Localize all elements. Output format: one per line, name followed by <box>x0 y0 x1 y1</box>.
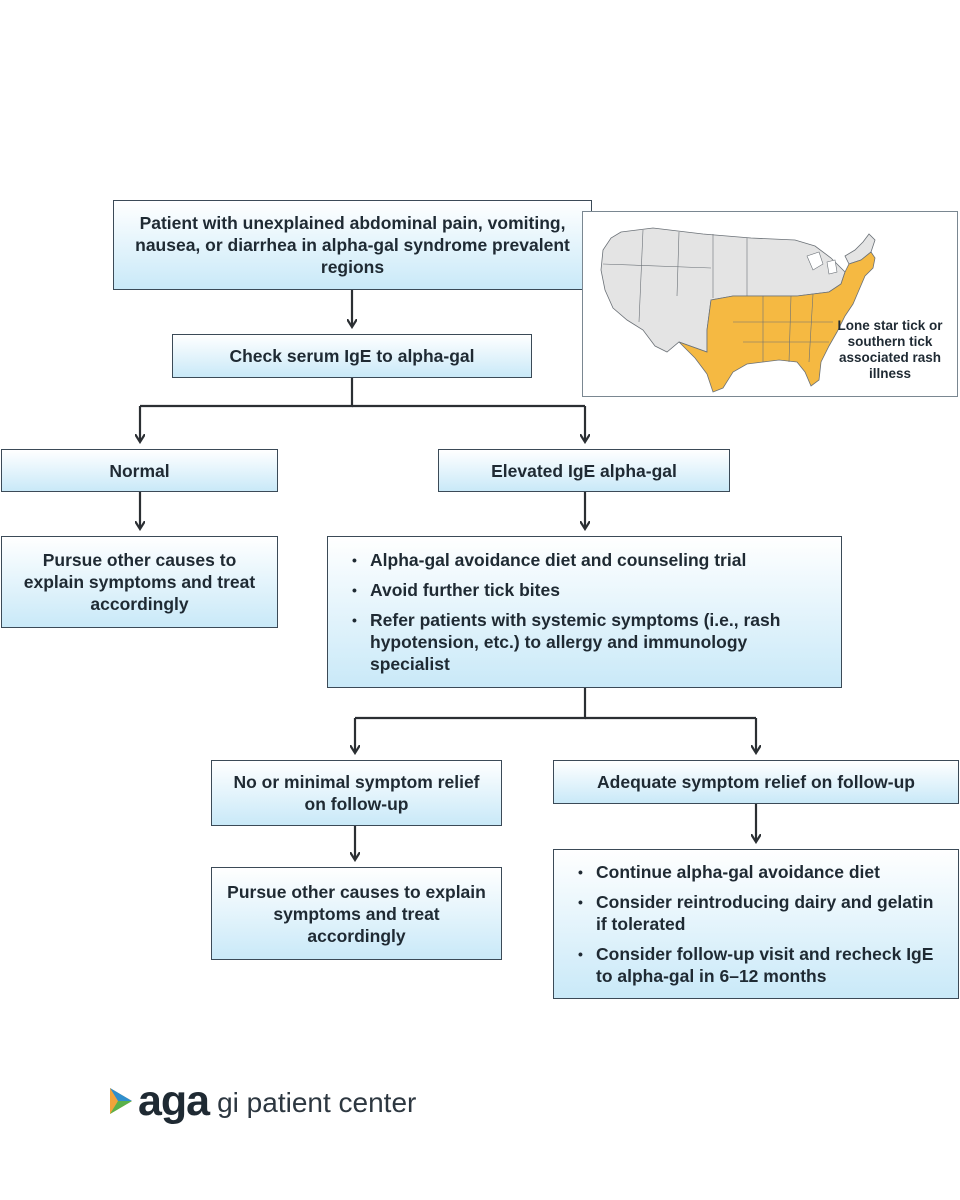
management-box: Alpha-gal avoidance diet and counseling … <box>327 536 842 688</box>
continue-step-item: Consider reintroducing dairy and gelatin… <box>576 891 942 935</box>
check-serum-text: Check serum IgE to alpha-gal <box>229 346 475 366</box>
start-patient-box: Patient with unexplained abdominal pain,… <box>113 200 592 290</box>
aga-logo: aga gi patient center <box>108 1076 416 1126</box>
pursue-other-causes-box-1: Pursue other causes to explain symptoms … <box>1 536 278 628</box>
management-item: Refer patients with systemic symptoms (i… <box>350 609 825 675</box>
pursue-other-causes-box-2: Pursue other causes to explain symptoms … <box>211 867 502 960</box>
normal-box: Normal <box>1 449 278 492</box>
normal-text: Normal <box>109 460 170 481</box>
branch-management-split <box>355 688 587 720</box>
continue-step-item: Continue alpha-gal avoidance diet <box>576 861 942 883</box>
continue-steps-box: Continue alpha-gal avoidance diet Consid… <box>553 849 959 999</box>
continue-step-item: Consider follow-up visit and recheck IgE… <box>576 943 942 987</box>
no-relief-text: No or minimal symptom relief on follow-u… <box>233 772 480 814</box>
management-list: Alpha-gal avoidance diet and counseling … <box>350 549 825 675</box>
aga-tagline-text: gi patient center <box>217 1087 417 1118</box>
map-caption: Lone star tick or southern tick associat… <box>837 318 943 381</box>
start-patient-text: Patient with unexplained abdominal pain,… <box>135 213 570 277</box>
check-serum-box: Check serum IgE to alpha-gal <box>172 334 532 378</box>
branch-check-split <box>140 378 354 408</box>
no-relief-box: No or minimal symptom relief on follow-u… <box>211 760 502 826</box>
adequate-relief-box: Adequate symptom relief on follow-up <box>553 760 959 804</box>
elevated-box: Elevated IgE alpha-gal <box>438 449 730 492</box>
management-item: Avoid further tick bites <box>350 579 825 601</box>
continue-steps-list: Continue alpha-gal avoidance diet Consid… <box>576 861 942 987</box>
us-tick-map: Lone star tick or southern tick associat… <box>582 211 958 397</box>
us-map-graphic <box>600 227 876 393</box>
aga-triangle-icon <box>110 1088 132 1114</box>
elevated-text: Elevated IgE alpha-gal <box>491 460 677 481</box>
pursue-other-causes-text-1: Pursue other causes to explain symptoms … <box>23 550 256 614</box>
adequate-relief-text: Adequate symptom relief on follow-up <box>597 772 915 792</box>
management-item: Alpha-gal avoidance diet and counseling … <box>350 549 825 571</box>
pursue-other-causes-text-2: Pursue other causes to explain symptoms … <box>227 881 486 946</box>
aga-brand-text: aga <box>138 1077 210 1125</box>
